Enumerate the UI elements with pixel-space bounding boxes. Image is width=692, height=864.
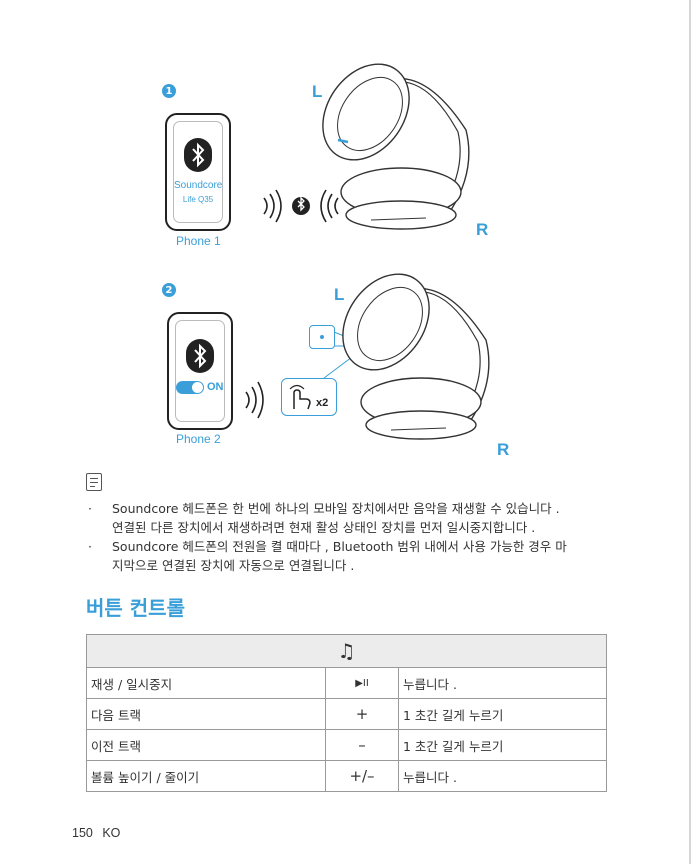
note-bullet: · xyxy=(88,501,92,516)
phone-1-model: Life Q35 xyxy=(182,195,214,204)
toggle-switch xyxy=(176,381,204,394)
double-tap-callout: x2 xyxy=(281,378,337,416)
button-callout xyxy=(309,325,335,349)
phone-2-screen: ON xyxy=(175,320,225,422)
phone-1-label: Phone 1 xyxy=(176,234,221,248)
action-cell: 볼륨 높이기 / 줄이기 xyxy=(86,760,326,792)
bluetooth-icon xyxy=(184,138,212,172)
step-2-number: 2 xyxy=(165,284,173,296)
page-footer: 150 KO xyxy=(72,826,120,840)
page-edge-rule xyxy=(689,0,691,864)
step-2-badge: 2 xyxy=(162,283,176,297)
minus-symbol: – xyxy=(325,729,399,761)
right-earcup-label: R xyxy=(497,440,510,459)
operation-cell: 누릅니다 . xyxy=(398,667,607,699)
language-code: KO xyxy=(102,826,121,840)
table-header-cell: ♫ xyxy=(86,634,607,668)
hand-tap-icon xyxy=(289,384,311,410)
action-cell: 재생 / 일시중지 xyxy=(86,667,326,699)
plus-minus-symbol: +/– xyxy=(325,760,399,792)
left-earcup-label: L xyxy=(312,82,323,101)
step-1-number: 1 xyxy=(165,85,173,97)
step-1-badge: 1 xyxy=(162,84,176,98)
signal-waves-icon xyxy=(245,381,264,419)
table-header-row: ♫ xyxy=(86,634,607,668)
left-earcup-label: L xyxy=(334,285,345,304)
action-cell: 다음 트랙 xyxy=(86,698,326,730)
headphones-illustration-1 xyxy=(322,63,470,230)
phone-1-brand: Soundcore xyxy=(174,180,223,191)
phone-2-illustration: ON xyxy=(167,312,233,430)
phone-2-label: Phone 2 xyxy=(176,432,221,446)
signal-waves-icon xyxy=(263,189,339,223)
tap-count: x2 xyxy=(316,397,329,409)
table-row: 다음 트랙 + 1 초간 길게 누르기 xyxy=(86,698,607,730)
operation-cell: 1 초간 길게 누르기 xyxy=(398,698,607,730)
section-title: 버튼 컨트롤 xyxy=(86,596,185,620)
plus-symbol: + xyxy=(325,698,399,730)
headphones-illustration-2 xyxy=(342,273,490,440)
note-2-line-2: 지막으로 연결된 장치에 자동으로 연결됩니다 . xyxy=(112,558,355,573)
phone-1-screen: Soundcore Life Q35 xyxy=(173,121,223,223)
note-1-line-1: Soundcore 헤드폰은 한 번에 하나의 모바일 장치에서만 음악을 재생… xyxy=(112,501,560,516)
note-icon xyxy=(86,473,102,491)
action-cell: 이전 트랙 xyxy=(86,729,326,761)
page-number: 150 xyxy=(72,826,93,840)
operation-cell: 1 초간 길게 누르기 xyxy=(398,729,607,761)
note-1-line-2: 연결된 다른 장치에서 재생하려면 현재 활성 상태인 장치를 먼저 일시중지합… xyxy=(112,520,536,535)
right-earcup-label: R xyxy=(476,220,489,239)
bluetooth-icon xyxy=(186,339,214,373)
button-controls-table: ♫ 재생 / 일시중지 ▶II 누릅니다 . 다음 트랙 + 1 초간 길게 누… xyxy=(86,634,607,792)
table-row: 재생 / 일시중지 ▶II 누릅니다 . xyxy=(86,667,607,699)
music-note-icon: ♫ xyxy=(337,639,356,663)
toggle-on-label: ON xyxy=(207,381,224,393)
operation-cell: 누릅니다 . xyxy=(398,760,607,792)
table-row: 이전 트랙 – 1 초간 길게 누르기 xyxy=(86,729,607,761)
table-row: 볼륨 높이기 / 줄이기 +/– 누릅니다 . xyxy=(86,760,607,792)
play-pause-symbol: ▶II xyxy=(325,667,399,699)
note-2-line-1: Soundcore 헤드폰의 전원을 켤 때마다 , Bluetooth 범위 … xyxy=(112,539,567,554)
phone-1-illustration: Soundcore Life Q35 xyxy=(165,113,231,231)
note-bullet: · xyxy=(88,539,92,554)
